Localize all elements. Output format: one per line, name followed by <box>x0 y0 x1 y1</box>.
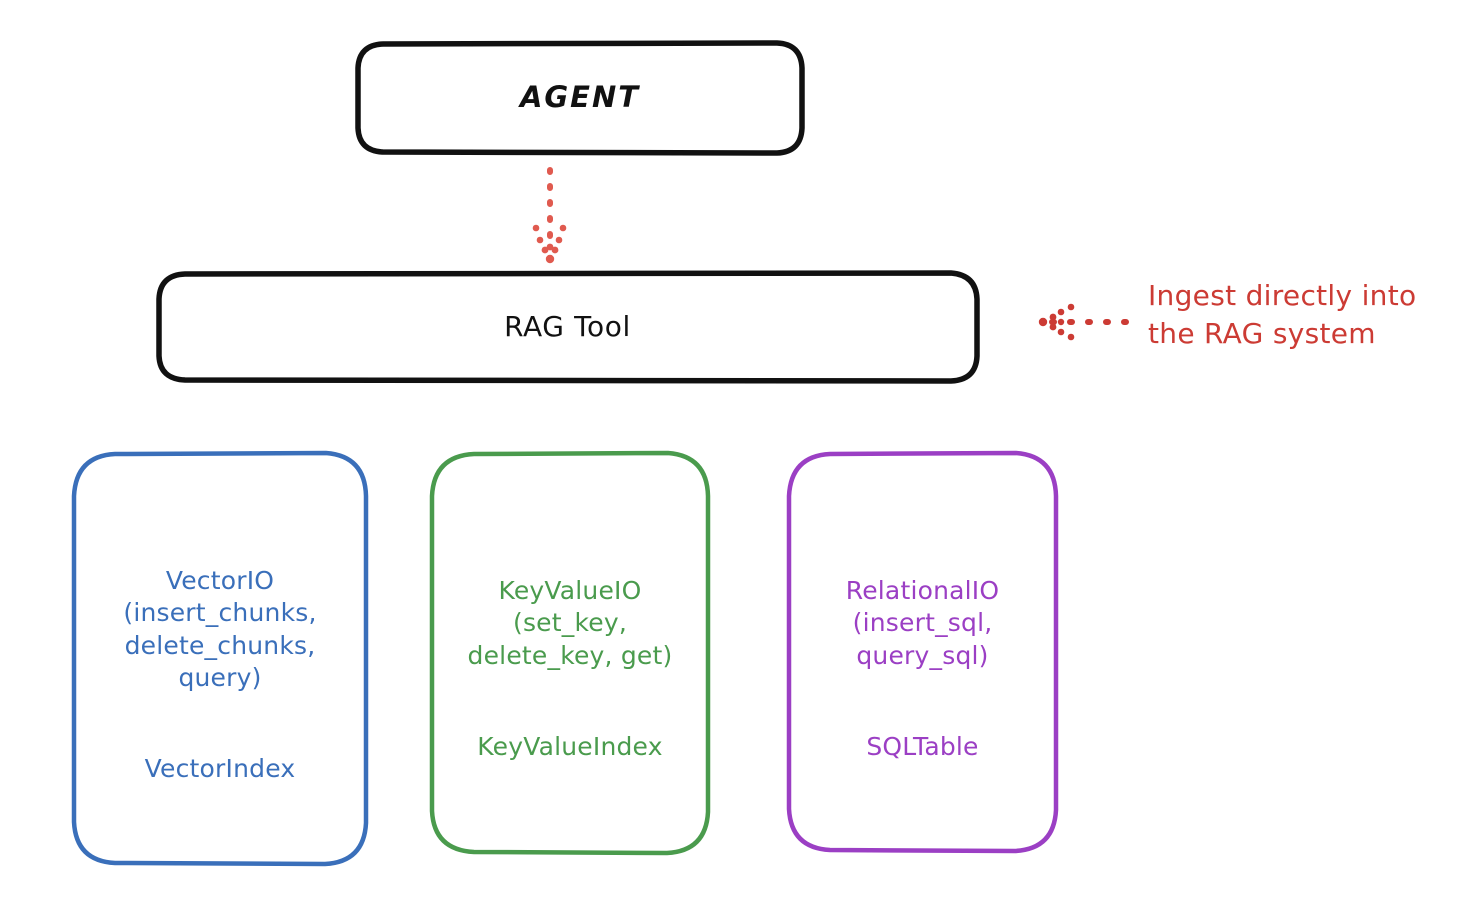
relational-io-text: RelationalIO (insert_sql, query_sql) SQL… <box>785 542 1060 763</box>
node-vector-io[interactable]: VectorIO (insert_chunks, delete_chunks, … <box>70 450 370 868</box>
key-value-io-text-spacer <box>438 672 702 698</box>
agent-label: AGENT <box>519 80 641 115</box>
node-agent[interactable]: AGENT <box>355 40 805 156</box>
key-value-io-index-label: KeyValueIndex <box>477 731 663 761</box>
ingest-annotation-label: Ingest directly into the RAG system <box>1148 279 1417 350</box>
vector-io-index-label: VectorIndex <box>144 754 296 783</box>
rag-tool-label: RAG Tool <box>504 309 631 343</box>
node-rag-tool[interactable]: RAG Tool <box>155 270 980 384</box>
key-value-io-api-label: KeyValueIO (set_key, delete_key, get) <box>467 575 673 670</box>
relational-io-api-label: RelationalIO (insert_sql, query_sql) <box>845 575 1000 670</box>
relational-io-index-label: SQLTable <box>866 731 979 761</box>
node-key-value-io[interactable]: KeyValueIO (set_key, delete_key, get) Ke… <box>428 450 712 858</box>
vector-io-text-spacer <box>80 695 360 721</box>
key-value-io-text: KeyValueIO (set_key, delete_key, get) Ke… <box>428 542 712 763</box>
connector-agent-to-rag-tool <box>532 167 567 264</box>
node-relational-io[interactable]: RelationalIO (insert_sql, query_sql) SQL… <box>785 450 1060 856</box>
vector-io-api-label: VectorIO (insert_chunks, delete_chunks, … <box>123 565 317 693</box>
connector-ingest-to-rag-tool <box>1038 303 1131 341</box>
relational-io-text-spacer <box>795 672 1050 698</box>
vector-io-text: VectorIO (insert_chunks, delete_chunks, … <box>70 532 370 786</box>
